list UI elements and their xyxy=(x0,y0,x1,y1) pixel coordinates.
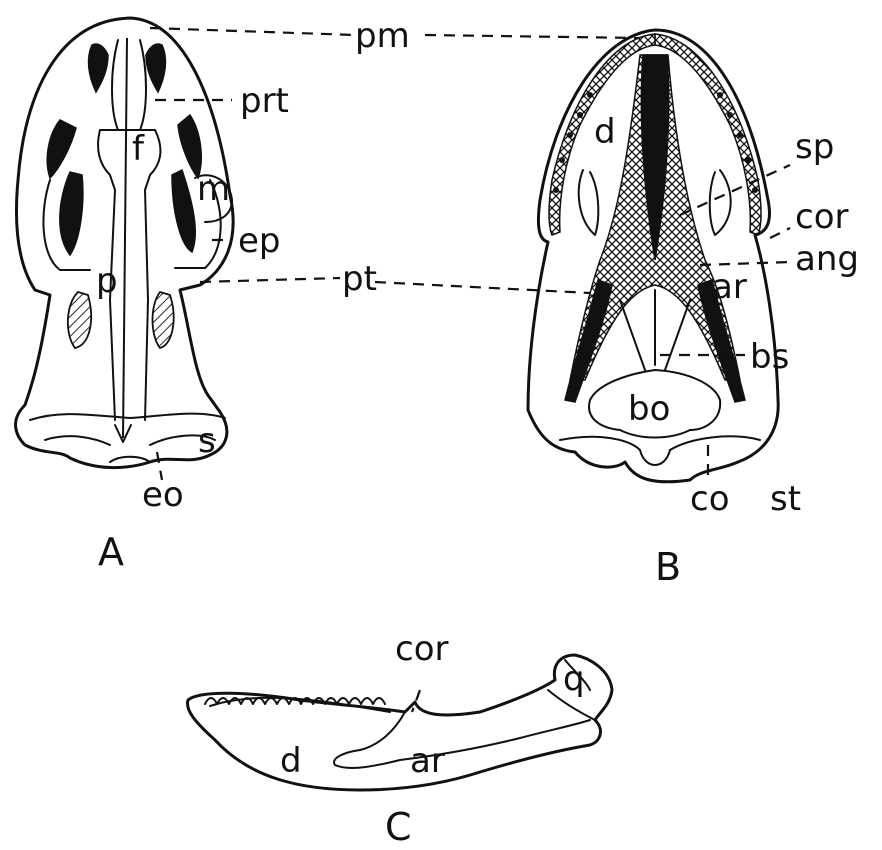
panel-label-b: B xyxy=(655,545,681,589)
label-f: f xyxy=(132,129,145,169)
label-sp: sp xyxy=(795,127,834,167)
label-cor-ventral: cor xyxy=(795,197,848,237)
skull-dorsal-view xyxy=(16,18,234,468)
label-d-ventral: d xyxy=(594,112,616,152)
panel-label-a: A xyxy=(98,530,124,574)
label-pm: pm xyxy=(355,16,410,56)
label-d-jaw: d xyxy=(280,741,302,781)
label-ep: ep xyxy=(238,221,281,261)
label-eo: eo xyxy=(142,475,184,515)
label-cor-jaw: cor xyxy=(395,629,448,669)
label-prt: prt xyxy=(240,81,289,121)
label-bs: bs xyxy=(750,337,789,377)
label-bo: bo xyxy=(628,389,670,429)
leader-lines xyxy=(150,28,790,712)
label-s: s xyxy=(198,421,216,461)
label-p: p xyxy=(96,261,118,301)
label-q: q xyxy=(563,659,585,699)
label-ar-jaw: ar xyxy=(410,741,445,781)
label-ar-ventral: ar xyxy=(712,267,747,307)
label-pt: pt xyxy=(342,259,377,299)
label-ang: ang xyxy=(795,239,859,279)
label-m: m xyxy=(197,169,230,209)
label-co: co xyxy=(690,479,730,519)
label-st: st xyxy=(770,479,801,519)
panel-label-c: C xyxy=(385,805,412,849)
lower-jaw-view xyxy=(187,655,612,790)
